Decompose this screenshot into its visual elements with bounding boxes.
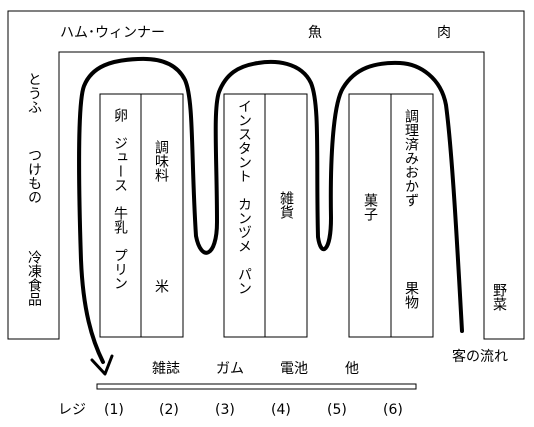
label-other: 他 (345, 361, 359, 377)
label-fish: 魚 (308, 25, 322, 41)
label-pickles: つけもの (26, 148, 42, 204)
shelf-3-fruit: 果物 (403, 281, 419, 310)
shelf-1-rice: 米 (153, 279, 169, 293)
register-number-2: (2) (159, 402, 179, 418)
shelf-1-seasonings: 調味料 (153, 140, 169, 182)
shelf-3-snacks: 菓子 (362, 193, 378, 221)
shelf-1-col-a: 卵 ジュース 牛乳 プリン (112, 108, 128, 290)
label-frozen-food: 冷凍食品 (26, 250, 42, 306)
label-customer-flow: 客の流れ (452, 348, 508, 365)
label-register: レジ (58, 402, 86, 418)
shelf-3-prepared-food: 調理済みおかず (403, 109, 419, 207)
label-batteries: 電池 (280, 361, 308, 377)
label-meat: 肉 (437, 25, 451, 41)
customer-flow-path (77, 56, 464, 364)
register-counter (96, 383, 417, 390)
shelf-2: インスタント カンヅメ パン 雑貨 (223, 93, 308, 338)
register-number-3: (3) (215, 402, 235, 418)
register-number-4: (4) (271, 402, 291, 418)
shelf-3: 菓子 調理済みおかず 果物 (348, 93, 434, 338)
label-magazines: 雑誌 (152, 361, 180, 377)
shelf-1: 卵 ジュース 牛乳 プリン 調味料 米 (99, 93, 184, 338)
register-number-5: (5) (327, 402, 347, 418)
shelf-2-sundries: 雑貨 (278, 191, 294, 219)
store-outer-wall (7, 10, 525, 340)
register-number-1: (1) (104, 402, 124, 418)
label-gum: ガム (216, 361, 244, 377)
register-number-6: (6) (383, 402, 403, 418)
flow-arrowhead (90, 354, 114, 376)
shelf-2-col-a: インスタント カンヅメ パン (236, 99, 252, 295)
label-ham-wiener: ハム･ウィンナー (60, 25, 165, 41)
label-vegetables: 野菜 (491, 283, 507, 311)
label-tofu: とうふ (26, 72, 42, 114)
